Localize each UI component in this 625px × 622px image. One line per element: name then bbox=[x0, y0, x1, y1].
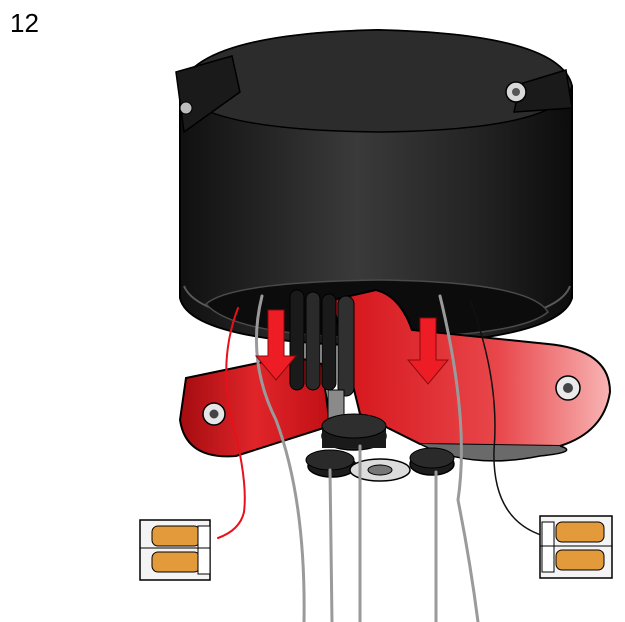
wago-connector-icon bbox=[139, 519, 211, 581]
wires bbox=[217, 294, 545, 622]
thumb-nuts bbox=[305, 413, 455, 482]
wago-connector-icon bbox=[539, 515, 613, 579]
right-bracket-arm bbox=[330, 288, 612, 462]
hinge-discs bbox=[289, 289, 355, 437]
arrow-down-icon bbox=[406, 317, 450, 385]
step-number: 12 bbox=[10, 8, 39, 38]
arrow-down-icon bbox=[254, 309, 298, 381]
housing-cylinder bbox=[175, 28, 573, 348]
screw-icon bbox=[179, 81, 527, 115]
